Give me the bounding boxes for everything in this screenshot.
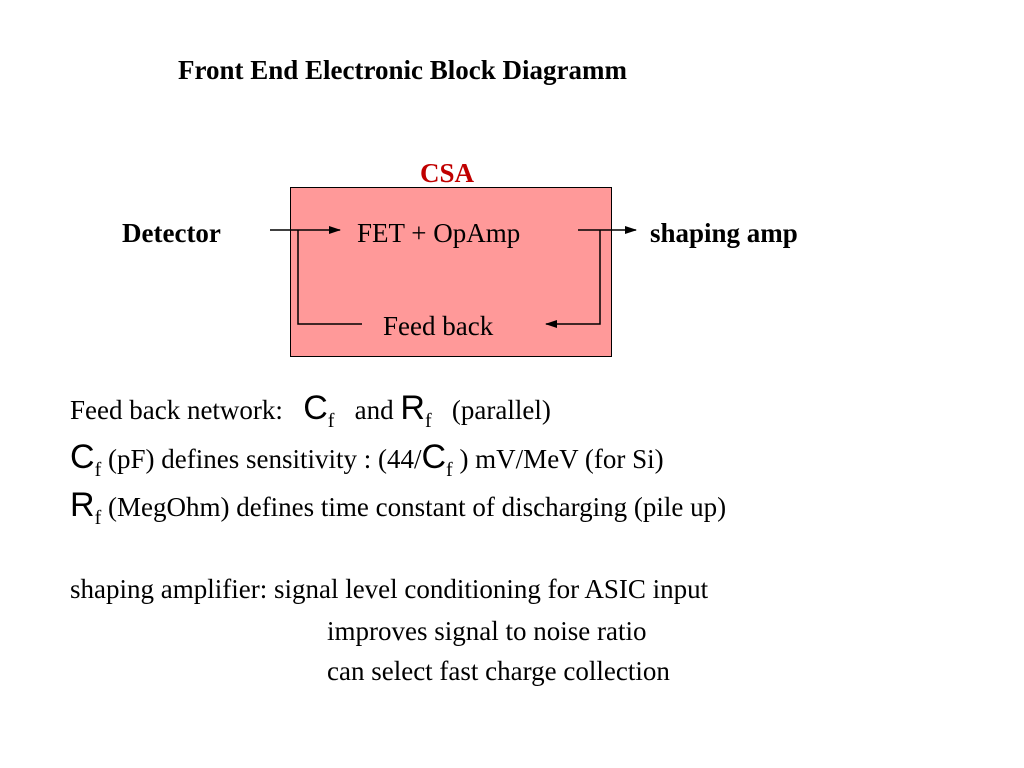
shaping-line-1: shaping amplifier: signal level conditio… xyxy=(70,574,709,604)
feedback-network-prefix: Feed back network: xyxy=(70,395,283,425)
shaping-line-3: can select fast charge collection xyxy=(327,656,670,686)
fet-opamp-label: FET + OpAmp xyxy=(357,218,521,248)
cf-subscript: f xyxy=(327,410,335,432)
sensitivity-line: Cf (pF) defines sensitivity : (44/Cf ) m… xyxy=(70,438,664,481)
rf-symbol-2: R xyxy=(70,486,95,524)
rf-subscript-2: f xyxy=(94,507,102,529)
sensitivity-text-b: ) mV/MeV (for Si) xyxy=(459,444,664,474)
page-title: Front End Electronic Block Diagramm xyxy=(178,55,627,85)
sensitivity-text-a: (pF) defines sensitivity : (44/ xyxy=(107,444,422,474)
feedback-network-line: Feed back network: Cf and Rf (parallel) xyxy=(70,389,551,432)
cf-subscript-3: f xyxy=(446,459,453,481)
shaping-line-2: improves signal to noise ratio xyxy=(327,616,647,646)
parallel-text: (parallel) xyxy=(451,395,551,425)
cf-symbol-3: C xyxy=(421,438,447,476)
time-constant-text: (MegOhm) defines time constant of discha… xyxy=(107,492,727,522)
cf-symbol-2: C xyxy=(70,438,95,476)
rf-subscript: f xyxy=(424,410,432,432)
cf-subscript-2: f xyxy=(94,459,102,481)
and-text: and xyxy=(354,395,394,425)
time-constant-line: Rf (MegOhm) defines time constant of dis… xyxy=(70,486,727,529)
rf-symbol: R xyxy=(400,389,425,427)
shaping-amp-label: shaping amp xyxy=(650,218,798,248)
csa-label: CSA xyxy=(420,158,475,188)
feedback-label: Feed back xyxy=(383,311,494,341)
cf-symbol: C xyxy=(303,389,328,427)
detector-label: Detector xyxy=(122,218,221,248)
